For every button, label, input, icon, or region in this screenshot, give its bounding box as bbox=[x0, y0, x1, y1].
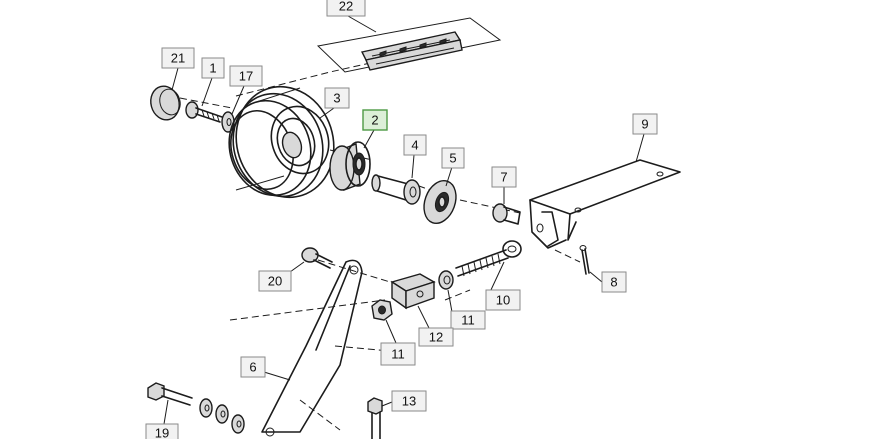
callout-5[interactable]: 5 bbox=[441, 147, 465, 169]
callout-11-left-label: 11 bbox=[391, 347, 405, 362]
part-13-bolt[interactable] bbox=[367, 397, 383, 439]
part-7-pin[interactable] bbox=[492, 203, 521, 225]
part-3-pulley[interactable] bbox=[217, 74, 348, 210]
callout-10[interactable]: 10 bbox=[485, 289, 521, 311]
callout-6[interactable]: 6 bbox=[240, 356, 266, 378]
callout-11-left[interactable]: 11 bbox=[380, 342, 416, 366]
part-1-bolt[interactable] bbox=[185, 101, 223, 123]
callout-17-label: 17 bbox=[239, 69, 253, 84]
callout-21-label: 21 bbox=[171, 51, 185, 66]
callout-3-label: 3 bbox=[333, 91, 340, 106]
callout-9-label: 9 bbox=[641, 117, 648, 132]
callout-13-label: 13 bbox=[402, 394, 416, 409]
callout-22-label: 22 bbox=[339, 0, 353, 14]
part-5-washer[interactable] bbox=[418, 176, 461, 228]
callout-4-label: 4 bbox=[411, 138, 418, 153]
part-21-cap[interactable] bbox=[147, 83, 183, 123]
callout-20[interactable]: 20 bbox=[258, 270, 292, 292]
callout-3[interactable]: 3 bbox=[324, 87, 350, 109]
callout-17[interactable]: 17 bbox=[229, 65, 263, 87]
callout-12-label: 12 bbox=[429, 330, 443, 345]
part-6-idler-arm[interactable] bbox=[261, 259, 363, 437]
callout-19-label: 19 bbox=[155, 426, 169, 439]
callout-leader-lines bbox=[163, 15, 645, 425]
part-12-block[interactable] bbox=[390, 273, 436, 310]
part-11-nut-right[interactable] bbox=[438, 270, 454, 290]
part-2-bearing[interactable] bbox=[329, 141, 371, 191]
callout-10-label: 10 bbox=[496, 293, 510, 308]
callout-4[interactable]: 4 bbox=[403, 134, 427, 156]
callout-2[interactable]: 2 bbox=[362, 109, 388, 131]
callout-7[interactable]: 7 bbox=[491, 166, 517, 188]
callout-22[interactable]: 22 bbox=[326, 0, 366, 17]
callout-1-label: 1 bbox=[209, 61, 216, 76]
part-19-bolt-set[interactable] bbox=[147, 382, 245, 434]
callout-19[interactable]: 19 bbox=[145, 423, 179, 439]
part-4-spacer[interactable] bbox=[371, 174, 421, 205]
part-9-bracket[interactable] bbox=[529, 159, 681, 249]
callout-5-label: 5 bbox=[449, 151, 456, 166]
callout-13[interactable]: 13 bbox=[391, 390, 427, 412]
callout-20-label: 20 bbox=[268, 274, 282, 289]
callout-12[interactable]: 12 bbox=[418, 327, 454, 347]
callout-8[interactable]: 8 bbox=[601, 271, 627, 293]
callout-21[interactable]: 21 bbox=[161, 47, 195, 69]
part-8-cotter-pin[interactable] bbox=[579, 245, 590, 275]
part-10-eye-bolt[interactable] bbox=[455, 240, 522, 277]
callout-6-label: 6 bbox=[249, 360, 256, 375]
callout-9[interactable]: 9 bbox=[632, 113, 658, 135]
part-11-nut-left[interactable] bbox=[371, 299, 393, 321]
callout-2-label: 2 bbox=[371, 113, 378, 128]
part-20-bolt[interactable] bbox=[301, 247, 333, 269]
callout-11-right-label: 11 bbox=[461, 313, 475, 328]
callout-11-right[interactable]: 11 bbox=[450, 310, 486, 330]
callout-7-label: 7 bbox=[500, 170, 507, 185]
callout-1[interactable]: 1 bbox=[201, 57, 225, 79]
assembly-dashed-lines bbox=[179, 51, 581, 431]
part-17-washer[interactable] bbox=[221, 111, 235, 133]
part-22-belt-guide[interactable] bbox=[316, 17, 502, 73]
callout-8-label: 8 bbox=[610, 275, 617, 290]
